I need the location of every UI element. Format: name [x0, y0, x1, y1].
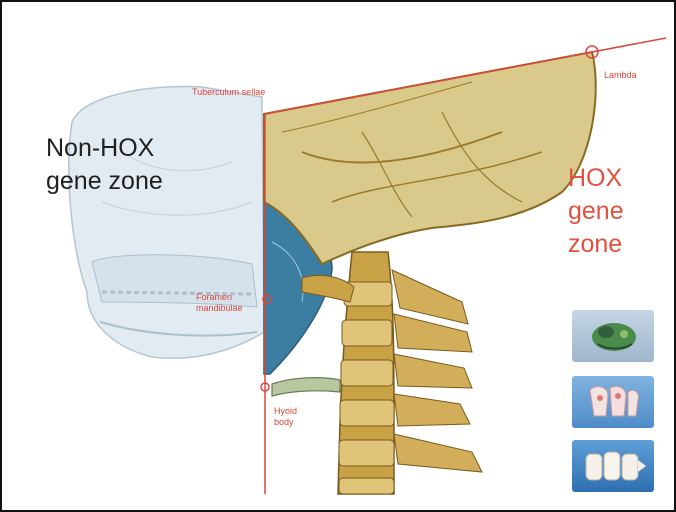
non-hox-zone-title: Non-HOX gene zone	[46, 132, 163, 198]
hox-thumbnail-3	[572, 440, 654, 492]
incisor-teeth-icon	[572, 440, 654, 492]
hox-line-2: gene	[568, 195, 624, 228]
cervical-spine	[302, 252, 482, 494]
hyoid-body-label: Hyoid body	[274, 406, 297, 428]
tuberculum-sellae-label: Tuberculum sellae	[192, 87, 265, 98]
cranial-vault	[264, 52, 596, 264]
hyoid-bone	[272, 378, 340, 396]
non-hox-line-1: Non-HOX	[46, 132, 163, 165]
lambda-label: Lambda	[604, 70, 637, 81]
hox-thumbnail-1	[572, 310, 654, 362]
hyoid-line-2: body	[274, 417, 297, 428]
foramen-line-2: mandibulae	[196, 303, 243, 314]
non-hox-line-2: gene zone	[46, 165, 163, 198]
hox-thumbnail-2	[572, 376, 654, 428]
hox-zone-title: HOX gene zone	[568, 162, 624, 261]
hyoid-line-1: Hyoid	[274, 406, 297, 417]
foramen-line-1: Foramen	[196, 292, 243, 303]
hox-line-3: zone	[568, 228, 624, 261]
skull-outline	[69, 87, 264, 359]
molar-teeth-icon	[572, 376, 654, 428]
foramen-mandibulae-label: Foramen mandibulae	[196, 292, 243, 314]
embryo-icon	[572, 310, 654, 362]
hox-line-1: HOX	[568, 162, 624, 195]
